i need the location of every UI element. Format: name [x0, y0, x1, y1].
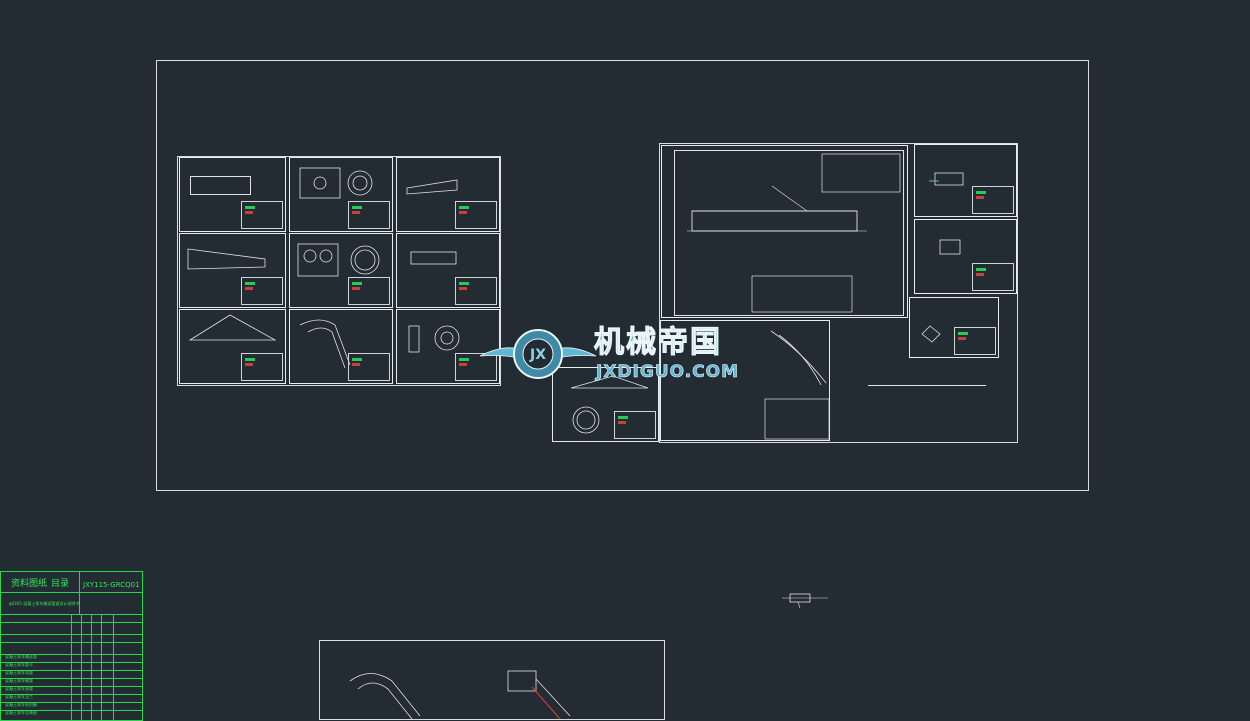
- drawing-sheet[interactable]: [396, 157, 500, 232]
- reference-line: [868, 385, 986, 386]
- drawing-sheet[interactable]: [909, 297, 999, 358]
- drawing-sheet[interactable]: [914, 144, 1017, 217]
- drawing-sheet[interactable]: [396, 309, 500, 384]
- small-part-drawing: [782, 593, 828, 609]
- drawing-sheet[interactable]: [179, 233, 286, 308]
- watermark-title: 机械帝国: [594, 325, 722, 360]
- drawing-sheet[interactable]: [179, 157, 286, 232]
- index-row: 混凝土泵车直管: [5, 686, 33, 691]
- emblem-letters: JX: [529, 347, 546, 363]
- drawing-sheet[interactable]: [289, 233, 393, 308]
- drawing-sheet[interactable]: [179, 309, 286, 384]
- index-table-title: 资料图纸: [11, 579, 48, 589]
- index-row: 混凝土泵车锥管: [5, 678, 33, 683]
- right-sheet-group: [659, 143, 1018, 443]
- drawing-sheet[interactable]: [552, 367, 659, 442]
- index-row: 混凝土泵车输送管: [5, 654, 37, 659]
- index-row: 混凝土泵车弯管: [5, 670, 33, 675]
- index-table-subtitle: φ0305-混凝土泵车输送管道设计说明书: [9, 601, 80, 606]
- bottom-drawing-sheet[interactable]: [319, 640, 665, 720]
- index-table-title-2: 目录: [51, 579, 70, 589]
- left-sheet-group: [177, 156, 501, 386]
- index-row: 混凝土泵车密封圈: [5, 702, 37, 707]
- index-row: 混凝土泵车管卡: [5, 662, 33, 667]
- index-row: 混凝土泵车法兰: [5, 694, 33, 699]
- watermark-url: JXDIGUO.COM: [596, 362, 740, 382]
- main-drawing-frame: [156, 60, 1089, 491]
- drawing-sheet[interactable]: [289, 309, 393, 384]
- index-table-code: JXY115-GRCQ01: [83, 581, 140, 589]
- gear-emblem-icon: JX: [479, 329, 597, 379]
- assembly-drawing-sheet[interactable]: [661, 145, 908, 318]
- drawing-sheet[interactable]: [914, 219, 1017, 294]
- drawing-sheet[interactable]: [396, 233, 500, 308]
- watermark: JX 机械帝国 JXDIGUO.COM: [478, 322, 778, 386]
- drawing-sheet[interactable]: [289, 157, 393, 232]
- drawing-index-table[interactable]: 资料图纸 目录 JXY115-GRCQ01 φ0305-混凝土泵车输送管道设计说…: [0, 571, 143, 721]
- drawing-sheet[interactable]: [660, 320, 830, 441]
